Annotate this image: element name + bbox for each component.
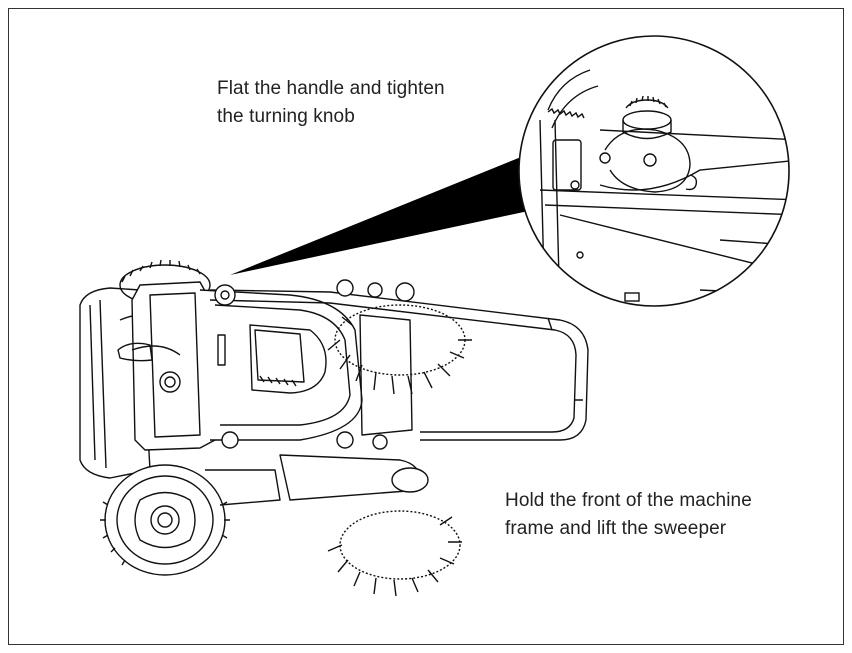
caption-top-line2: the turning knob — [217, 106, 355, 127]
callout-pointer — [230, 155, 533, 275]
caption-lift-step: Hold the front of the machine frame and … — [505, 487, 825, 543]
sweeper-body — [79, 259, 589, 597]
zoom-detail — [519, 36, 789, 306]
page-frame — [8, 8, 844, 645]
caption-top-line1: Flat the handle and tighten — [217, 78, 445, 99]
caption-handle-step: Flat the handle and tighten the turning … — [217, 75, 537, 131]
caption-bottom-line2: frame and lift the sweeper — [505, 518, 727, 539]
caption-bottom-line1: Hold the front of the machine — [505, 490, 752, 511]
zoom-circle-outline — [518, 35, 790, 307]
